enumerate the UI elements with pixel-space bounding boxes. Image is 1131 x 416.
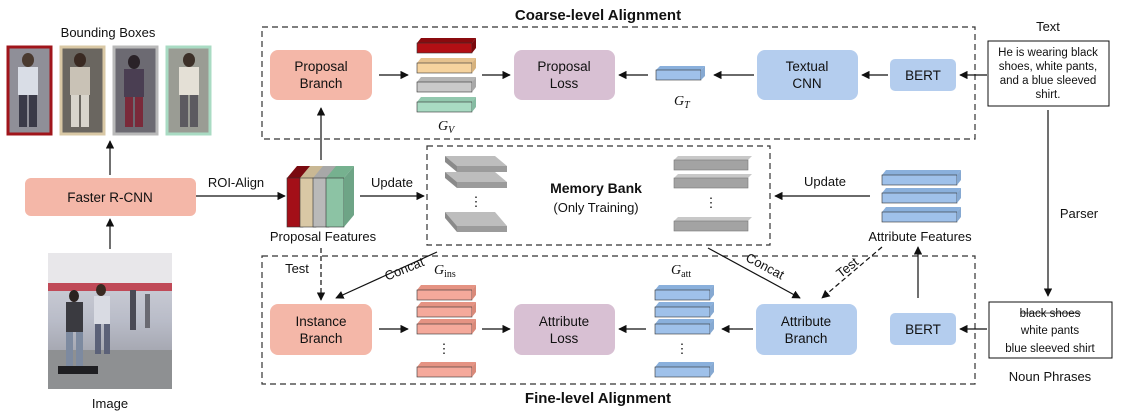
- memory-attribute-slots: ⋮: [673, 156, 752, 232]
- roi-align-label: ROI-Align: [208, 175, 264, 190]
- textual-cnn-box: [757, 50, 858, 100]
- phrase-2: white pants: [1020, 325, 1079, 337]
- instance-branch-label-2: Branch: [300, 331, 343, 346]
- memory-bank-region: [426, 145, 771, 246]
- arrow-concat-left: [335, 251, 438, 299]
- faster-rcnn-label: Faster R-CNN: [67, 190, 153, 205]
- proposal-branch-label-1: Proposal: [294, 59, 347, 74]
- test-right-label: Test: [833, 254, 861, 281]
- attribute-loss-label-2: Loss: [550, 331, 579, 346]
- instance-branch-label-1: Instance: [295, 314, 346, 329]
- text-line-1: He is wearing black: [998, 47, 1098, 59]
- textual-cnn-label-1: Textual: [786, 59, 829, 74]
- coarse-level-title: Coarse-level Alignment: [515, 7, 681, 24]
- memory-bank-title: Memory Bank: [550, 180, 642, 196]
- parser-label: Parser: [1060, 206, 1099, 221]
- gins-symbol: Gins: [434, 263, 456, 280]
- attribute-branch-box: [756, 304, 857, 355]
- arrow-test-right: [821, 246, 883, 299]
- gv-subscript: V: [448, 125, 456, 136]
- text-input-box: [987, 40, 1110, 107]
- memory-bank-subtitle: (Only Training): [553, 200, 638, 215]
- attribute-loss-box: [514, 304, 615, 355]
- noun-phrases-box: [988, 301, 1113, 359]
- proposal-loss-label-1: Proposal: [537, 59, 590, 74]
- memory-left-dots: ⋮: [470, 194, 483, 209]
- gatt-subscript: att: [681, 269, 691, 280]
- attribute-branch-label-2: Branch: [785, 331, 828, 346]
- proposal-loss-label-2: Loss: [550, 76, 579, 91]
- textual-cnn-label-2: CNN: [792, 76, 821, 91]
- proposal-features-stack: [286, 166, 354, 228]
- attribute-loss-label-1: Attribute: [539, 314, 589, 329]
- noun-phrases-label: Noun Phrases: [1009, 369, 1092, 384]
- instance-branch-box: [270, 304, 372, 355]
- crop-1: [6, 45, 53, 136]
- gatt-feature-bars: ⋮: [654, 285, 714, 378]
- crop-3: [112, 45, 159, 136]
- memory-right-dots: ⋮: [705, 195, 718, 210]
- fine-bert-label: BERT: [905, 322, 941, 337]
- memory-proposal-slots: ⋮: [445, 156, 507, 232]
- update-right-label: Update: [804, 174, 846, 189]
- attribute-features-stack: [881, 170, 961, 223]
- text-line-2: shoes, white pants,: [999, 61, 1097, 73]
- faster-rcnn-box: [25, 178, 196, 216]
- coarse-level-region: [261, 26, 976, 140]
- test-left-label: Test: [285, 261, 309, 276]
- gt-subscript: T: [684, 100, 691, 111]
- gv-feature-bars: [416, 38, 476, 113]
- gt-symbol: GT: [674, 94, 691, 111]
- gins-feature-bars: ⋮: [416, 285, 476, 378]
- bounding-boxes-label: Bounding Boxes: [61, 25, 156, 40]
- phrase-1: black shoes: [1020, 308, 1081, 320]
- gins-dots: ⋮: [438, 341, 451, 356]
- proposal-branch-box: [270, 50, 372, 100]
- input-image: [48, 253, 172, 389]
- phrase-3: blue sleeved shirt: [1005, 343, 1095, 355]
- attribute-features-label: Attribute Features: [868, 229, 972, 244]
- gatt-symbol: Gatt: [671, 263, 691, 280]
- proposal-loss-box: [514, 50, 615, 100]
- crop-4: [165, 45, 212, 136]
- concat-right-label: Concat: [743, 250, 787, 283]
- coarse-bert-label: BERT: [905, 68, 941, 83]
- text-line-3: and a blue sleeved: [1000, 75, 1097, 87]
- gv-symbol: GV: [438, 119, 456, 136]
- proposal-features-label: Proposal Features: [270, 229, 377, 244]
- text-line-4: shirt.: [1036, 89, 1061, 101]
- text-header: Text: [1036, 19, 1060, 34]
- gatt-dots: ⋮: [676, 341, 689, 356]
- concat-left-label: Concat: [382, 254, 426, 283]
- coarse-bert-box: [890, 59, 956, 91]
- crop-2: [59, 45, 106, 136]
- image-label: Image: [92, 396, 128, 411]
- proposal-branch-label-2: Branch: [300, 76, 343, 91]
- fine-level-title: Fine-level Alignment: [525, 390, 671, 407]
- fine-bert-box: [890, 313, 956, 345]
- arrow-concat-right: [707, 247, 801, 299]
- attribute-branch-label-1: Attribute: [781, 314, 831, 329]
- bounding-box-crops: [6, 45, 212, 136]
- update-left-label: Update: [371, 175, 413, 190]
- gins-subscript: ins: [444, 269, 456, 280]
- gt-feature-bar: [655, 66, 705, 81]
